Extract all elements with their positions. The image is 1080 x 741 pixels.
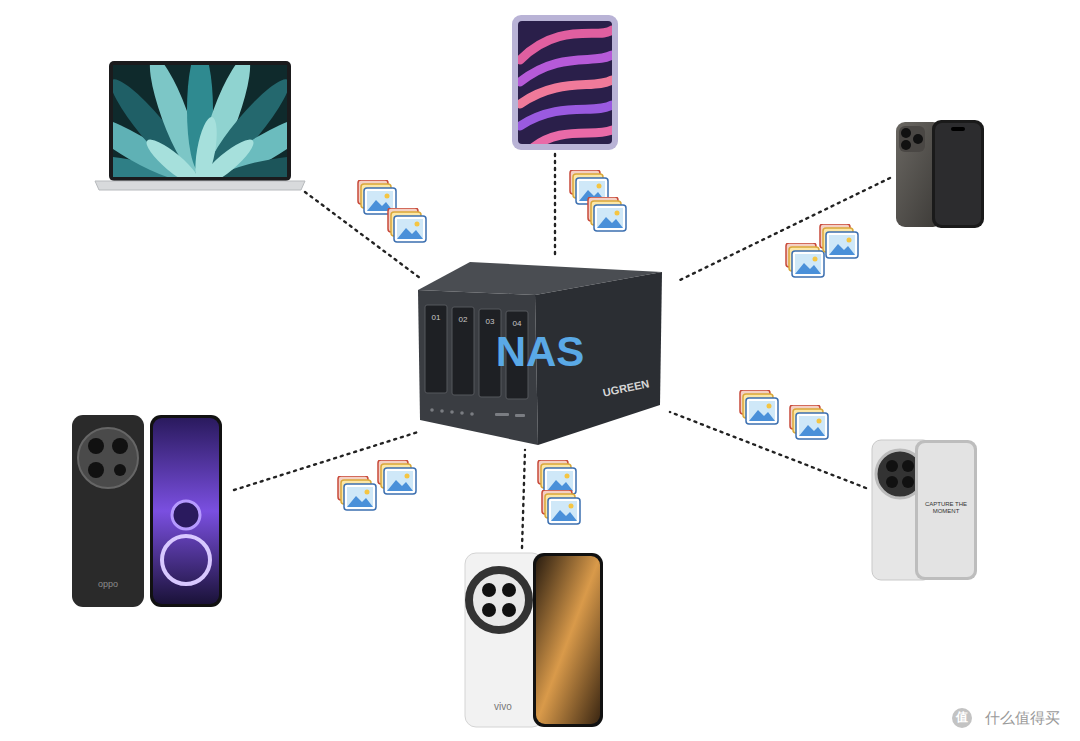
- watermark: 什么值得买: [985, 710, 1060, 727]
- tablet: [512, 15, 618, 150]
- bay-number: 03: [486, 318, 495, 327]
- laptop: [63, 48, 337, 196]
- bay-number: 02: [459, 316, 468, 325]
- oppo-phone: [72, 415, 222, 607]
- node-title: NAS: [496, 331, 585, 373]
- iphone: [896, 120, 984, 228]
- nas-device: [418, 262, 662, 445]
- photo-icons: [338, 170, 858, 524]
- bay-number: 04: [513, 320, 522, 329]
- vivo-phone: [465, 553, 603, 727]
- brand-mark: vivo: [494, 701, 512, 712]
- bay-number: 01: [432, 314, 441, 323]
- watermark-logo-text: 值: [956, 711, 968, 724]
- xiaomi-phone: [872, 440, 977, 580]
- device-box: NAS: [418, 258, 662, 445]
- watermark-logo: [952, 708, 972, 728]
- screen-text: CAPTURE THE MOMENT: [924, 501, 968, 514]
- dotted-link: [234, 154, 890, 548]
- brand-mark: oppo: [98, 580, 118, 590]
